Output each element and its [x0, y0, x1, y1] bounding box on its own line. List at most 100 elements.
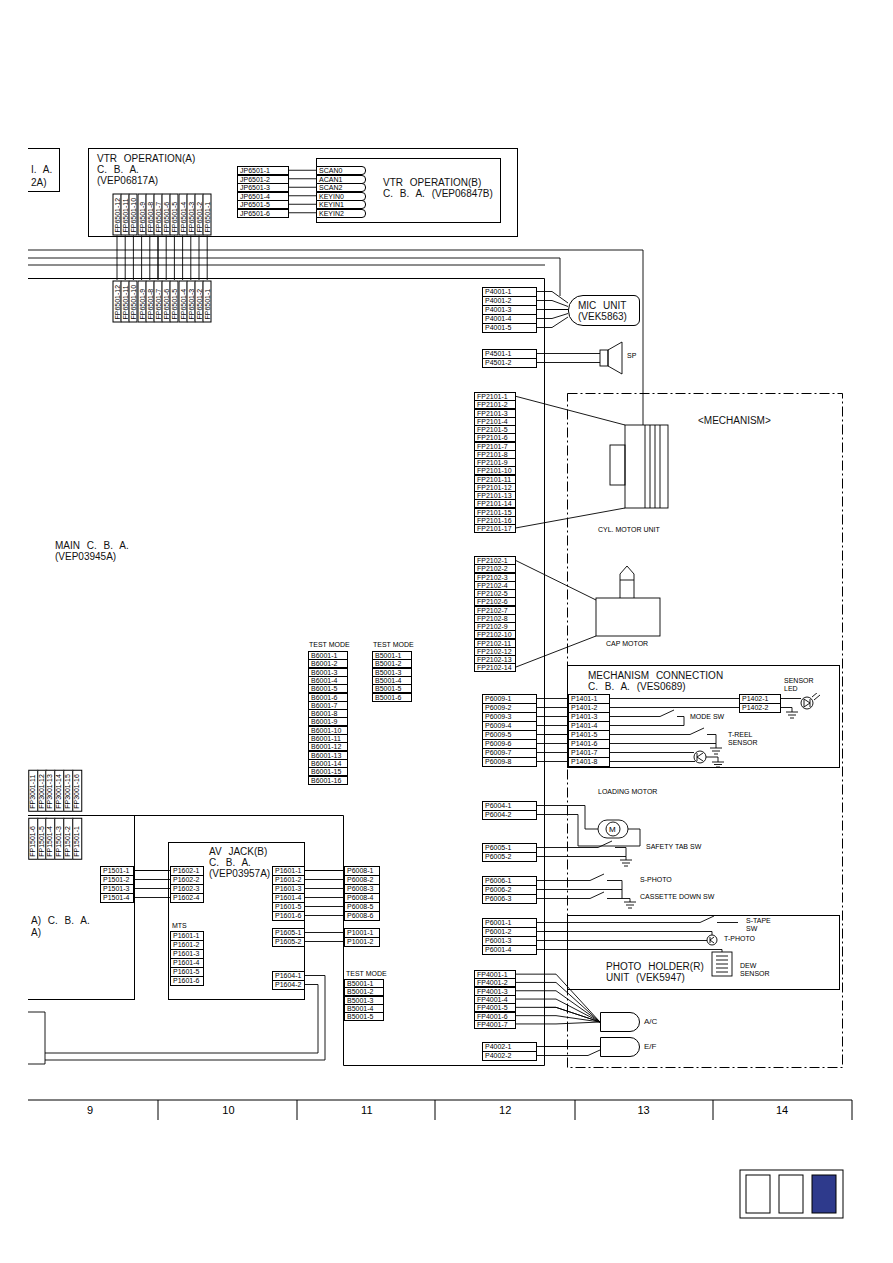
wire	[134, 871, 170, 898]
wire-connector	[545, 1007, 600, 1022]
pin-label: P4002-2	[482, 1051, 537, 1061]
wire	[537, 699, 568, 762]
wire	[28, 258, 560, 296]
pin-label: FP6501-1	[203, 193, 212, 235]
wire-connector	[545, 309, 568, 310]
ground-symbol	[786, 712, 798, 718]
page-icon	[740, 1170, 843, 1218]
speaker-symbol	[600, 342, 622, 374]
sensor-symbol	[801, 697, 813, 709]
ruler	[28, 1100, 852, 1120]
pin-label: FP3001-16	[72, 770, 82, 812]
part-label: CYL. MOTOR UNIT	[598, 526, 660, 534]
wire	[117, 235, 207, 280]
circuit-board: I. A. 2A)	[28, 148, 60, 192]
pin-label: P6001-4	[482, 945, 537, 955]
page-icon	[740, 1170, 843, 1218]
board-title: I. A.	[31, 164, 52, 175]
pin-label: JP6501-6	[237, 209, 289, 218]
ground-symbol	[620, 860, 632, 866]
wire	[610, 728, 716, 748]
main-board: MAIN C. B. A. (VEP03945A)	[28, 278, 545, 1066]
pin-label: P1604-2	[272, 980, 305, 990]
wire	[289, 170, 316, 213]
grid-number: 13	[637, 1104, 649, 1116]
wire	[516, 974, 600, 1024]
wire	[537, 874, 630, 902]
grid-number: 9	[87, 1104, 93, 1116]
sensor-symbol	[712, 952, 732, 976]
part-label: MODE SW	[690, 713, 724, 721]
sensor-symbol	[697, 753, 703, 761]
pin-label: P4501-2	[482, 358, 537, 368]
pin-label: P1402-2	[739, 703, 781, 713]
pin-label: P1601-6	[170, 976, 204, 986]
pin-label: FP2102-14	[474, 663, 516, 672]
wire	[28, 265, 545, 266]
board-title: E/F	[644, 1042, 656, 1051]
page-icon	[779, 1175, 803, 1213]
wire-connector	[135, 870, 168, 871]
signal-name: SCAN0	[316, 166, 366, 175]
part-label: M	[609, 825, 616, 834]
wire	[537, 806, 640, 847]
wire-connector	[158, 237, 159, 278]
sensor-symbol	[694, 751, 706, 763]
motor-illustration	[596, 598, 660, 636]
connector-plug: A/C	[600, 1012, 661, 1032]
part-label: MTS	[172, 922, 187, 930]
circuit-board: PHOTO HOLDER(R) UNIT (VEK5947)	[567, 915, 840, 990]
motor-illustration	[610, 445, 625, 485]
motor-illustration	[596, 425, 668, 838]
wire	[537, 841, 626, 860]
wire-connector	[545, 734, 567, 735]
pin-label: P4001-5	[482, 323, 537, 333]
part-label: S-TAPE SW	[746, 917, 776, 933]
wire	[537, 932, 722, 953]
wire	[537, 354, 600, 363]
pin-label: P1501-4	[100, 893, 134, 903]
pin-label: P1401-8	[568, 757, 610, 767]
part-label: SENSOR LED	[784, 677, 818, 693]
pin-label: P6005-2	[482, 852, 537, 862]
sensor-symbol	[694, 692, 820, 976]
pin-label: P1605-2	[272, 937, 305, 947]
pin-label: B6001-16	[308, 776, 348, 785]
signal-name: KEYIN2	[316, 209, 366, 218]
part-label: SAFETY TAB SW	[646, 843, 701, 851]
pin-label: P1601-6	[272, 911, 305, 921]
part-label: CAP MOTOR	[606, 640, 648, 648]
ground-symbol	[712, 762, 724, 767]
speaker-symbol	[600, 350, 608, 366]
wire	[537, 292, 568, 328]
board-title: VTR OPERATION(B) C. B. A. (VEP06847B)	[383, 177, 493, 199]
board-outline	[28, 278, 545, 1066]
part-label: TEST MODE	[346, 970, 387, 978]
ground-symbol	[624, 902, 636, 908]
mic-unit: MIC UNIT (VEK5863)	[568, 295, 640, 326]
part-label: TEST MODE	[309, 641, 350, 649]
board-title: MAIN C. B. A. (VEP03945A)	[55, 540, 140, 562]
grid-number: 12	[499, 1104, 511, 1116]
wire-connector	[305, 870, 344, 871]
board-title: 2A)	[31, 177, 47, 188]
wire	[610, 753, 718, 763]
board-title: VTR OPERATION(A) C. B. A. (VEP06817A)	[97, 153, 204, 186]
wire	[28, 250, 643, 425]
pin-label: P6008-6	[344, 911, 380, 921]
sensor-symbol	[716, 956, 728, 972]
sensor-symbol	[707, 935, 717, 945]
pin-label: FP4001-7	[474, 1020, 516, 1029]
wire-connector	[545, 1046, 600, 1047]
part-label: S-PHOTO	[640, 876, 672, 884]
connector-plug: E/F	[600, 1037, 660, 1057]
signal-name: SCAN2	[316, 183, 366, 192]
plug-outline	[601, 1013, 640, 1032]
board-title: MIC UNIT (VEK5863)	[578, 300, 636, 322]
part-label: DEW SENSOR	[740, 962, 774, 978]
pin-label: B5001-5	[344, 1012, 384, 1021]
part-label: CASSETTE DOWN SW	[640, 893, 714, 901]
pin-label: P1602-4	[170, 893, 204, 903]
pin-label: FP2101-17	[474, 524, 516, 533]
board-title: A)	[31, 927, 41, 938]
